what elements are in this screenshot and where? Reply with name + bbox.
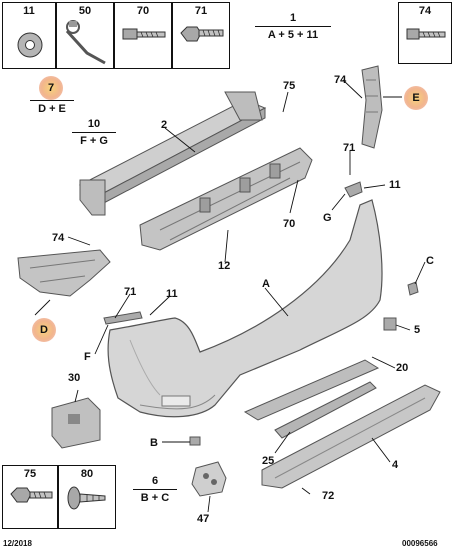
callout-e-highlighted[interactable]: E: [404, 86, 428, 110]
callout-11[interactable]: 11: [389, 179, 401, 191]
right-side-guide-bracket[interactable]: [361, 65, 383, 149]
part-box-11[interactable]: 11: [2, 2, 56, 69]
kit-number: 1: [289, 12, 297, 24]
callout-25[interactable]: 25: [262, 455, 275, 467]
part-box-75[interactable]: 75: [2, 465, 58, 529]
left-side-guide-bracket[interactable]: [17, 249, 111, 297]
highlighted-kit-number[interactable]: 7: [39, 76, 63, 100]
part-box-70[interactable]: 70: [114, 2, 172, 69]
kit-parts: F + G: [80, 135, 108, 147]
screw-icon: [10, 487, 53, 503]
clip-g[interactable]: [344, 181, 363, 198]
bolt-icon: [180, 26, 224, 42]
clip-c[interactable]: [407, 281, 419, 296]
kit-parts: A + 5 + 11: [267, 29, 319, 41]
kit-label-1: 1 A + 5 + 11: [255, 12, 331, 42]
callout-71[interactable]: 71: [343, 142, 356, 154]
footer-reference: 00096566: [402, 539, 438, 548]
callout-75[interactable]: 75: [283, 80, 296, 92]
kit-parts: B + C: [140, 492, 170, 504]
screw-icon: [122, 28, 166, 40]
kit-label-10: 10 F + G: [72, 118, 116, 148]
part-box-80[interactable]: 80: [58, 465, 116, 529]
clip-f[interactable]: [103, 311, 143, 325]
part-box-74[interactable]: 74: [398, 2, 452, 64]
part-number: 75: [23, 468, 37, 480]
part-number: 80: [80, 468, 94, 480]
rear-bumper-beam[interactable]: [78, 91, 267, 216]
callout-5[interactable]: 5: [414, 324, 421, 336]
kit-number: 6: [151, 475, 159, 487]
lower-support-strip[interactable]: [274, 381, 377, 439]
rear-bumper-cover[interactable]: [107, 199, 383, 418]
screw-icon: [406, 28, 446, 40]
trim-strip[interactable]: [243, 359, 380, 421]
kit-parts: D + E: [38, 103, 66, 115]
callout-70[interactable]: 70: [283, 218, 296, 230]
callout-2[interactable]: 2: [161, 119, 168, 131]
callout-d-highlighted[interactable]: D: [32, 318, 56, 342]
callout-72[interactable]: 72: [322, 490, 335, 502]
part-number: 50: [78, 5, 92, 17]
clip-assembly[interactable]: [191, 461, 227, 497]
kit-label-6: 6 B + C: [133, 475, 177, 505]
callout-a[interactable]: A: [262, 278, 270, 290]
cable-tie-icon: [65, 20, 106, 65]
kit-label-7: 7 D + E: [30, 76, 74, 116]
part-box-71[interactable]: 71: [172, 2, 230, 69]
clip-b[interactable]: [189, 436, 201, 446]
callout-20[interactable]: 20: [396, 362, 409, 374]
callout-47[interactable]: 47: [197, 513, 210, 525]
callout-c[interactable]: C: [426, 255, 434, 267]
lower-diffuser[interactable]: [261, 384, 441, 489]
part-number: 11: [23, 5, 35, 17]
clip-5[interactable]: [383, 317, 397, 331]
bumper-mounting-bracket[interactable]: [139, 147, 313, 251]
kit-number: 10: [87, 118, 101, 130]
callout-30[interactable]: 30: [68, 372, 81, 384]
callout-g[interactable]: G: [323, 212, 332, 224]
callout-f[interactable]: F: [84, 351, 91, 363]
callout-4[interactable]: 4: [392, 459, 399, 471]
washer-icon: [17, 32, 43, 58]
part-box-50[interactable]: 50: [56, 2, 114, 69]
callout-74[interactable]: 74: [334, 74, 347, 86]
part-number: 70: [136, 5, 150, 17]
footer-date: 12/2018: [3, 539, 32, 548]
wiring-connector[interactable]: [51, 397, 101, 449]
callout-11-left[interactable]: 11: [166, 288, 178, 300]
push-rivet-icon: [67, 486, 106, 510]
callout-71-left[interactable]: 71: [124, 286, 137, 298]
part-number: 74: [418, 5, 432, 17]
callout-12[interactable]: 12: [218, 260, 231, 272]
part-number: 71: [194, 5, 208, 17]
callout-74-left[interactable]: 74: [52, 232, 65, 244]
callout-b[interactable]: B: [150, 437, 158, 449]
